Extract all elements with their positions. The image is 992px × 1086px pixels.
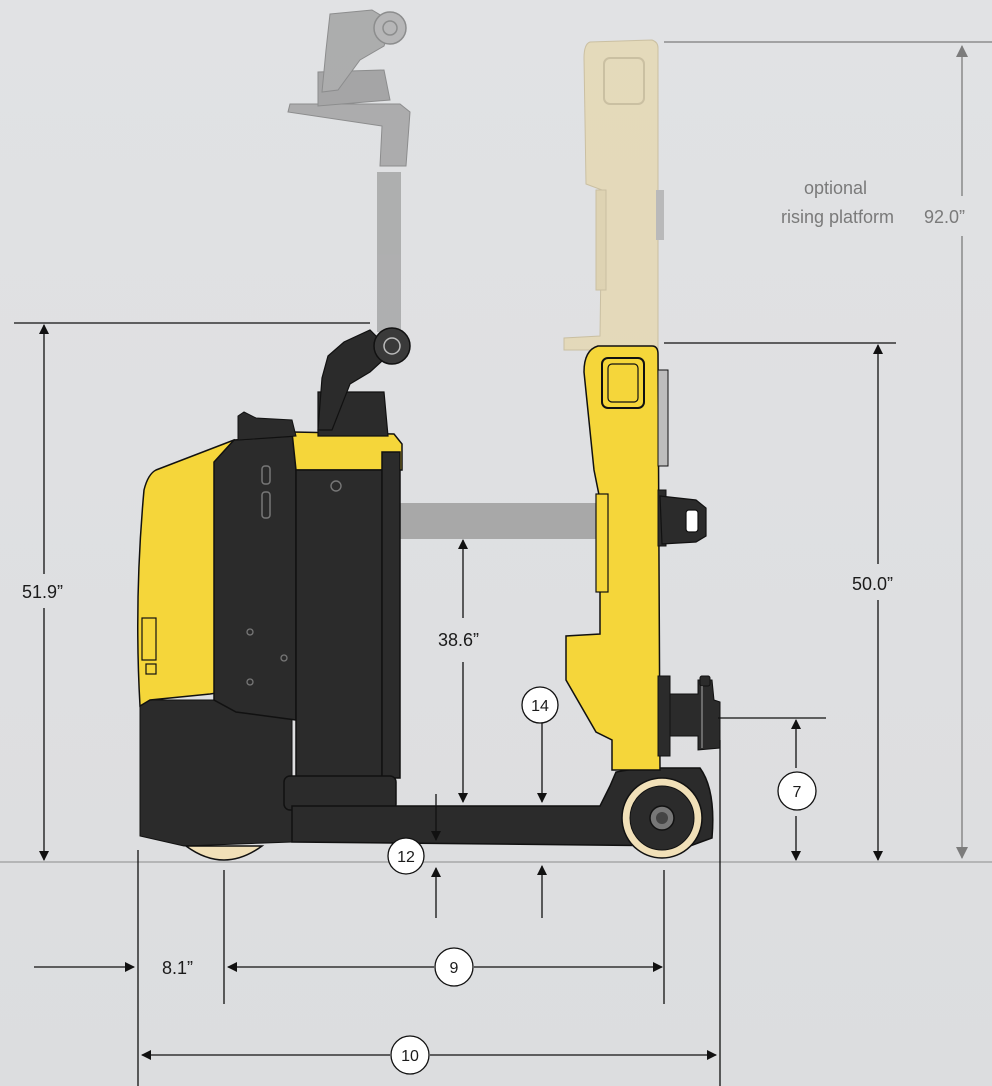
callout-14: 14 bbox=[521, 686, 559, 724]
svg-text:12: 12 bbox=[397, 849, 415, 866]
callout-7: 7 bbox=[777, 771, 817, 811]
ghost-raised-console bbox=[287, 9, 411, 332]
ghost-rising-platform bbox=[563, 39, 664, 351]
callout-10: 10 bbox=[390, 1035, 430, 1075]
svg-text:9: 9 bbox=[450, 960, 459, 977]
platform-height-label: 50.0” bbox=[852, 574, 893, 594]
rising-platform-note-line2: rising platform bbox=[781, 207, 894, 227]
svg-text:14: 14 bbox=[531, 698, 549, 715]
overall-height-label: 51.9” bbox=[22, 582, 63, 602]
svg-text:7: 7 bbox=[793, 784, 802, 801]
rising-platform-dimension bbox=[664, 41, 992, 859]
load-backrest-bar bbox=[396, 503, 606, 539]
callout-12: 12 bbox=[387, 837, 425, 875]
callout-9: 9 bbox=[434, 947, 474, 987]
forklift-truck bbox=[137, 327, 721, 861]
fork-height-label: 38.6” bbox=[438, 630, 479, 650]
rear-overhang-label: 8.1” bbox=[162, 958, 193, 978]
dimension-lines bbox=[14, 322, 896, 1086]
rising-platform-height-label: 92.0” bbox=[924, 207, 965, 227]
svg-text:10: 10 bbox=[401, 1048, 419, 1065]
rising-platform-note-line1: optional bbox=[804, 178, 867, 198]
